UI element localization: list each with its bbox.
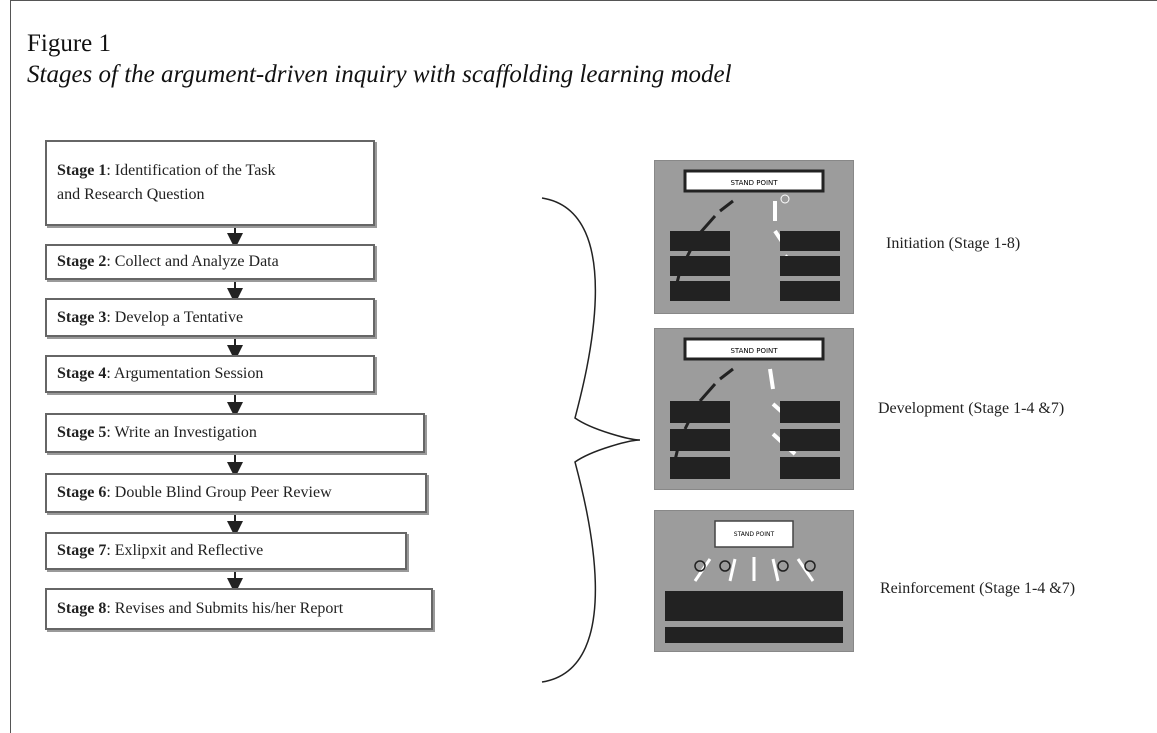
figure-label: Figure 1 [27, 30, 112, 57]
stage-text: : Collect and Analyze Data [106, 253, 279, 270]
reinforcement-arrows [693, 557, 815, 582]
stage-box-8: Stage 8: Revises and Submits his/her Rep… [45, 588, 433, 630]
stage-text: : Write an Investigation [106, 424, 257, 441]
classroom-initiation-illustration: STAND POINT [670, 169, 840, 301]
curly-brace [541, 197, 641, 683]
phase-initiation: Initiation (Stage 1-8) [886, 235, 1021, 252]
stage-name: Stage 4 [57, 365, 107, 382]
phase-reinforcement: Reinforcement (Stage 1-4 &7) [880, 580, 1076, 597]
stage-name: Stage 2 [57, 253, 107, 270]
figure-frame [10, 0, 1157, 733]
stage-name: Stage 6 [57, 484, 107, 501]
banner-text: STAND POINT [730, 179, 778, 187]
stage-name: Stage 3 [57, 308, 107, 326]
students-right [780, 401, 840, 479]
stage-text: : Develop a Tentative [106, 308, 244, 326]
students-left [670, 231, 730, 301]
stage-box-2: Stage 2: Collect and Analyze Data [45, 244, 375, 280]
stage-text: : Argumentation Session [106, 365, 264, 382]
connectors [227, 197, 641, 683]
students-left [670, 401, 730, 479]
stage-box-5: Stage 5: Write an Investigation [45, 413, 425, 453]
reinforcement-picture: STAND POINT [654, 510, 854, 652]
development-picture: STAND POINT [654, 328, 854, 490]
banner-text: STAND POINT [734, 531, 775, 538]
stage-box-6: Stage 6: Double Blind Group Peer Review [45, 473, 427, 513]
stage-text: : Double Blind Group Peer Review [106, 484, 332, 501]
figure-title: Stages of the argument-driven inquiry wi… [27, 61, 732, 88]
initiation-picture: STAND POINT [654, 160, 854, 314]
stage-name: Stage 1 [57, 162, 107, 179]
stage-box-7: Stage 7: Exlipxit and Reflective [45, 532, 407, 570]
stage-box-3: Stage 3: Develop a Tentative [45, 298, 375, 337]
banner-text: STAND POINT [730, 347, 778, 355]
stage-text: : Revises and Submits his/her Report [106, 600, 344, 617]
classroom-reinforcement-illustration: STAND POINT [665, 520, 843, 643]
stage-name: Stage 8 [57, 600, 107, 617]
students-row-1 [665, 591, 843, 621]
stage-box-1: Stage 1: Identification of the Task and … [45, 140, 375, 226]
students-right [780, 231, 840, 301]
stage-box-4: Stage 4: Argumentation Session [45, 355, 375, 393]
stage-text: : Identification of the Task [106, 162, 276, 179]
students-row-2 [665, 627, 843, 643]
no-signs [694, 560, 816, 572]
stage-name: Stage 5 [57, 424, 107, 441]
stage-text-line2: and Research Question [57, 186, 205, 203]
stage-text: : Exlipxit and Reflective [106, 542, 264, 559]
adi-scaffolding-diagram: Stage 1: Identification of the Task and … [30, 140, 1140, 720]
stage-name: Stage 7 [57, 542, 107, 559]
phase-development: Development (Stage 1-4 &7) [878, 400, 1065, 417]
classroom-development-illustration: STAND POINT [670, 337, 840, 479]
